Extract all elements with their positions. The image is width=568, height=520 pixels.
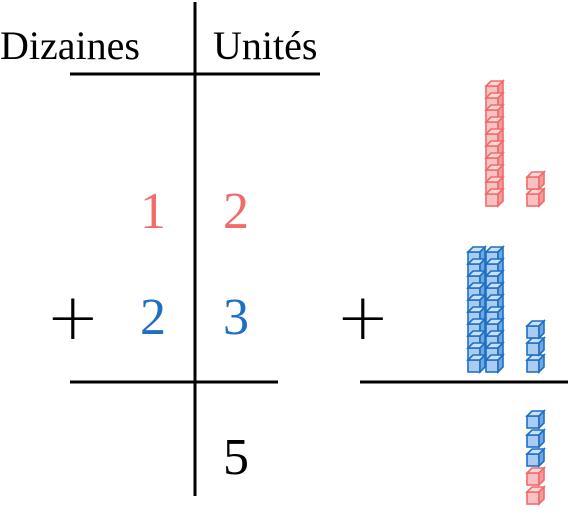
blue-unit-cube <box>525 353 546 374</box>
result-units-digit: 5 <box>223 429 249 486</box>
red-unit-cube <box>525 187 546 208</box>
row1-units-digit: 2 <box>223 183 249 240</box>
blue-ten-rod-cube <box>484 353 505 374</box>
header-tens: Dizaines <box>0 23 140 68</box>
blue-result-unit-cube <box>525 409 546 430</box>
blocks-plus-sign: + <box>336 281 390 355</box>
row2-tens-digit: 2 <box>140 289 166 346</box>
red-result-unit-cube <box>525 466 546 487</box>
blue-result-unit-cube <box>525 428 546 449</box>
blue-result-unit-cube <box>525 447 546 468</box>
red-unit-cube <box>525 170 546 191</box>
row2-units-digit: 3 <box>223 289 249 346</box>
red-ten-rod-cube <box>484 187 505 208</box>
blue-ten-rod-cube <box>466 353 487 374</box>
blue-unit-cube <box>525 336 546 357</box>
header-units: Unités <box>213 23 318 68</box>
row1-tens-digit: 1 <box>140 183 166 240</box>
blue-unit-cube <box>525 319 546 340</box>
plus-sign: + <box>46 281 100 355</box>
red-result-unit-cube <box>525 485 546 506</box>
